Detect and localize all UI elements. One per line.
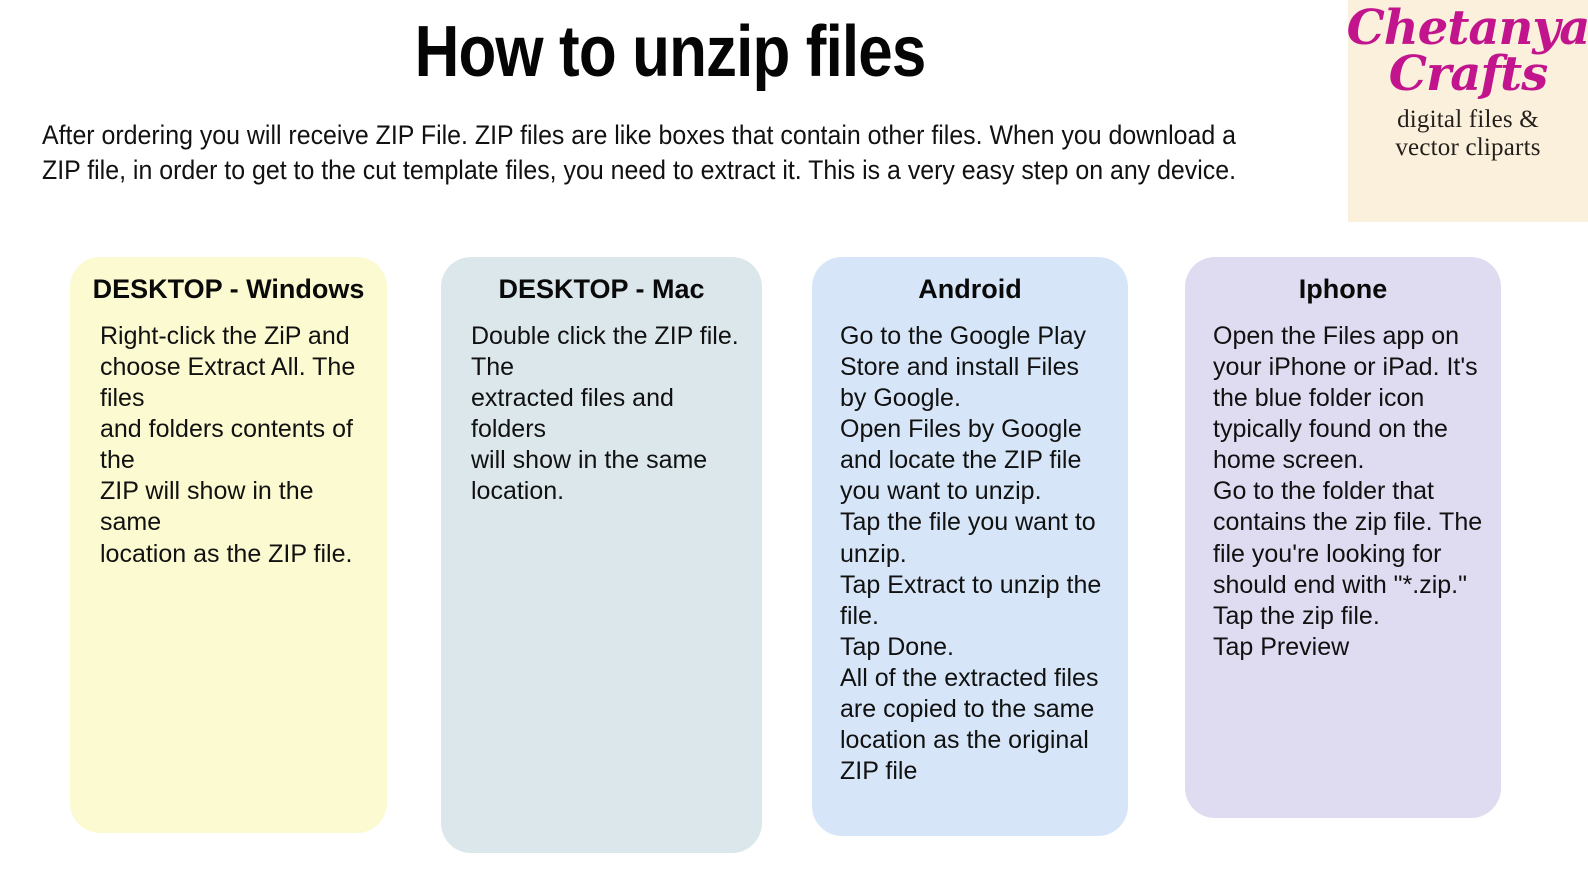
instruction-card-android: Android Go to the Google Play Store and … xyxy=(812,257,1128,836)
instruction-card-desktop-mac: DESKTOP - Mac Double click the ZIP file.… xyxy=(441,257,762,853)
instruction-card-desktop-windows: DESKTOP - Windows Right-click the ZiP an… xyxy=(70,257,387,833)
logo-script-line-2: Crafts xyxy=(1388,46,1548,103)
page-title: How to unzip files xyxy=(414,12,927,92)
logo-subtitle-line-1: digital files & xyxy=(1397,106,1539,134)
card-title: DESKTOP - Mac xyxy=(498,274,705,304)
logo-script-line-1: Chetanya xyxy=(1348,0,1588,56)
card-body: Go to the Google Play Store and install … xyxy=(840,321,1102,786)
card-title: Iphone xyxy=(1298,274,1388,304)
card-body: Right-click the ZiP and choose Extract A… xyxy=(100,321,356,568)
card-title: Android xyxy=(918,274,1022,304)
card-title: DESKTOP - Windows xyxy=(92,274,365,304)
intro-paragraph: After ordering you will receive ZIP File… xyxy=(42,120,1236,185)
card-body: Open the Files app on your iPhone or iPa… xyxy=(1213,321,1483,661)
logo-subtitle-line-2: vector cliparts xyxy=(1395,134,1541,162)
card-body: Double click the ZIP file. The extracted… xyxy=(471,321,739,506)
instruction-card-row: DESKTOP - Windows Right-click the ZiP an… xyxy=(0,257,1588,877)
brand-logo: Chetanya Crafts digital files & vector c… xyxy=(1348,0,1588,222)
instruction-card-iphone: Iphone Open the Files app on your iPhone… xyxy=(1185,257,1501,818)
